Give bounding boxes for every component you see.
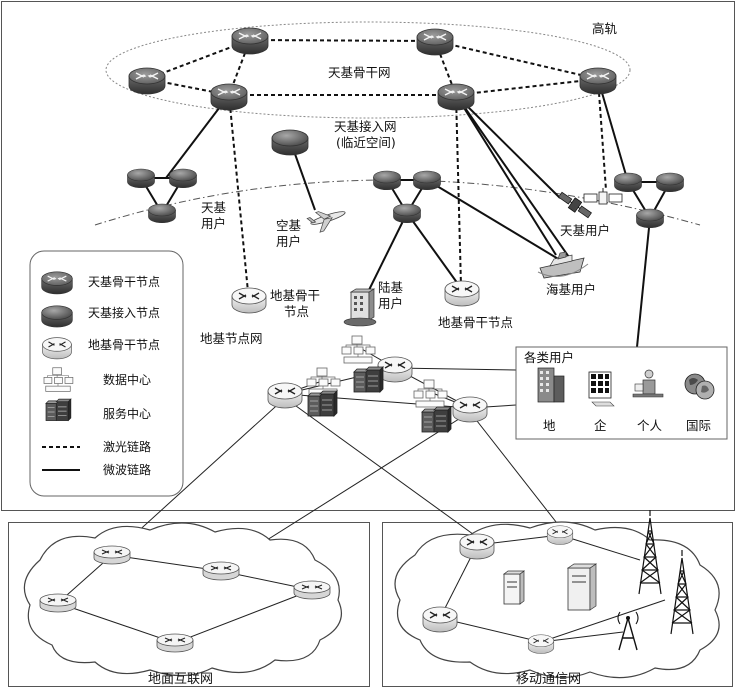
data-center-icon	[341, 335, 376, 364]
data-center-icon	[413, 379, 448, 408]
internet-router	[93, 545, 131, 565]
ground-backbone-left-label: 节点	[284, 304, 309, 319]
space-access-sublabel: (临近空间)	[336, 135, 396, 150]
service-center-icon	[307, 390, 338, 417]
space-access-node	[169, 168, 197, 189]
users-item-label: 国际	[686, 418, 711, 433]
mobile-router	[459, 533, 495, 560]
internet-router	[202, 561, 240, 581]
users-icons	[537, 367, 715, 407]
diagram-labels: 高轨 天基骨干网 天基接入网 (临近空间) 天基 用户 空基 用户 陆基 用户 …	[200, 21, 618, 346]
legend-label: 服务中心	[103, 406, 151, 421]
ground-backbone-right-label: 地基骨干节点	[438, 315, 513, 330]
mobile-cloud	[394, 521, 720, 679]
legend-label: 天基骨干节点	[88, 275, 160, 289]
space-boundary-arc	[94, 179, 701, 226]
orbit-ellipse	[105, 21, 631, 119]
mobile-router	[527, 634, 555, 655]
orbit-label: 高轨	[592, 21, 618, 36]
ground-backbone-node	[267, 382, 303, 409]
legend-label: 数据中心	[103, 372, 151, 387]
legend-service-center-icon	[45, 398, 72, 421]
legend-label: 地基骨干节点	[88, 338, 160, 352]
air-user-label: 用户	[276, 234, 301, 249]
ground-backbone-node	[452, 396, 488, 423]
mobile-router	[422, 606, 458, 633]
air-user-label: 空基	[276, 218, 302, 233]
space-access-label: 天基接入网	[334, 119, 397, 134]
ground-backbone-node	[444, 280, 480, 307]
mobile-router	[546, 525, 574, 546]
space-backbone-node	[579, 67, 617, 95]
satellite-icon	[583, 188, 623, 205]
space-backbone-label: 天基骨干网	[328, 65, 391, 80]
space-access-node	[127, 168, 155, 189]
space-access-node	[413, 170, 441, 191]
space-backbone-node	[416, 28, 454, 56]
space-backbone-node	[210, 83, 248, 111]
land-user-label: 用户	[378, 296, 403, 311]
internet-router	[39, 593, 77, 613]
government-building-icon	[537, 367, 565, 403]
legend-label: 微波链路	[103, 462, 151, 477]
space-access-node	[373, 170, 401, 191]
server-icon	[502, 570, 526, 605]
server-icon	[566, 563, 598, 611]
space-access-node	[148, 203, 176, 224]
building-icon	[343, 288, 377, 327]
ground-backbone-left-label: 地基骨干	[270, 288, 320, 303]
satellite-icon	[558, 191, 592, 219]
space-backbone-node	[231, 27, 269, 55]
users-item-label: 地	[543, 418, 556, 433]
space-access-node	[614, 172, 642, 193]
legend-label: 激光链路	[103, 439, 151, 454]
space-user-right-label: 天基用户	[560, 223, 610, 238]
antenna-icon	[617, 611, 639, 651]
internet-router	[293, 580, 331, 600]
internet-router	[156, 633, 194, 653]
service-center-icon	[353, 366, 384, 393]
users-item-label: 个人	[637, 418, 663, 433]
mobile-links	[439, 534, 666, 643]
service-center-icon	[421, 406, 452, 433]
legend: 天基骨干节点 天基接入节点 地基骨干节点 数据中心 服务中心 激光链路 微波链路	[41, 271, 160, 477]
space-backbone-node	[437, 83, 475, 111]
space-access-node	[656, 172, 684, 193]
space-access-node	[636, 208, 664, 229]
users-box-title: 各类用户	[524, 350, 574, 365]
sea-user-label: 海基用户	[546, 282, 596, 297]
legend-ground-backbone-icon	[41, 337, 73, 360]
users-item-label: 企	[594, 418, 607, 433]
land-user-label: 陆基	[378, 280, 404, 295]
ship-icon	[537, 251, 589, 279]
person-icon	[632, 369, 664, 398]
space-user-left-label: 天基	[201, 200, 227, 215]
legend-label: 天基接入节点	[88, 305, 160, 320]
enterprise-icon	[588, 371, 615, 407]
space-access-node	[393, 203, 421, 224]
internet-label: 地面互联网	[148, 672, 213, 687]
upper-frame	[1, 1, 735, 511]
space-backbone-node	[128, 67, 166, 95]
space-access-node	[271, 129, 309, 156]
ground-backbone-node	[231, 287, 267, 314]
ground-node-network-label: 地基节点网	[200, 331, 263, 346]
legend-space-backbone-icon	[41, 271, 73, 295]
mobile-label: 移动通信网	[516, 672, 581, 687]
legend-space-access-icon	[41, 305, 73, 328]
internet-frame	[8, 522, 370, 687]
globe-icon	[684, 373, 715, 400]
space-user-left-label: 用户	[201, 216, 226, 231]
airplane-icon	[306, 211, 346, 233]
